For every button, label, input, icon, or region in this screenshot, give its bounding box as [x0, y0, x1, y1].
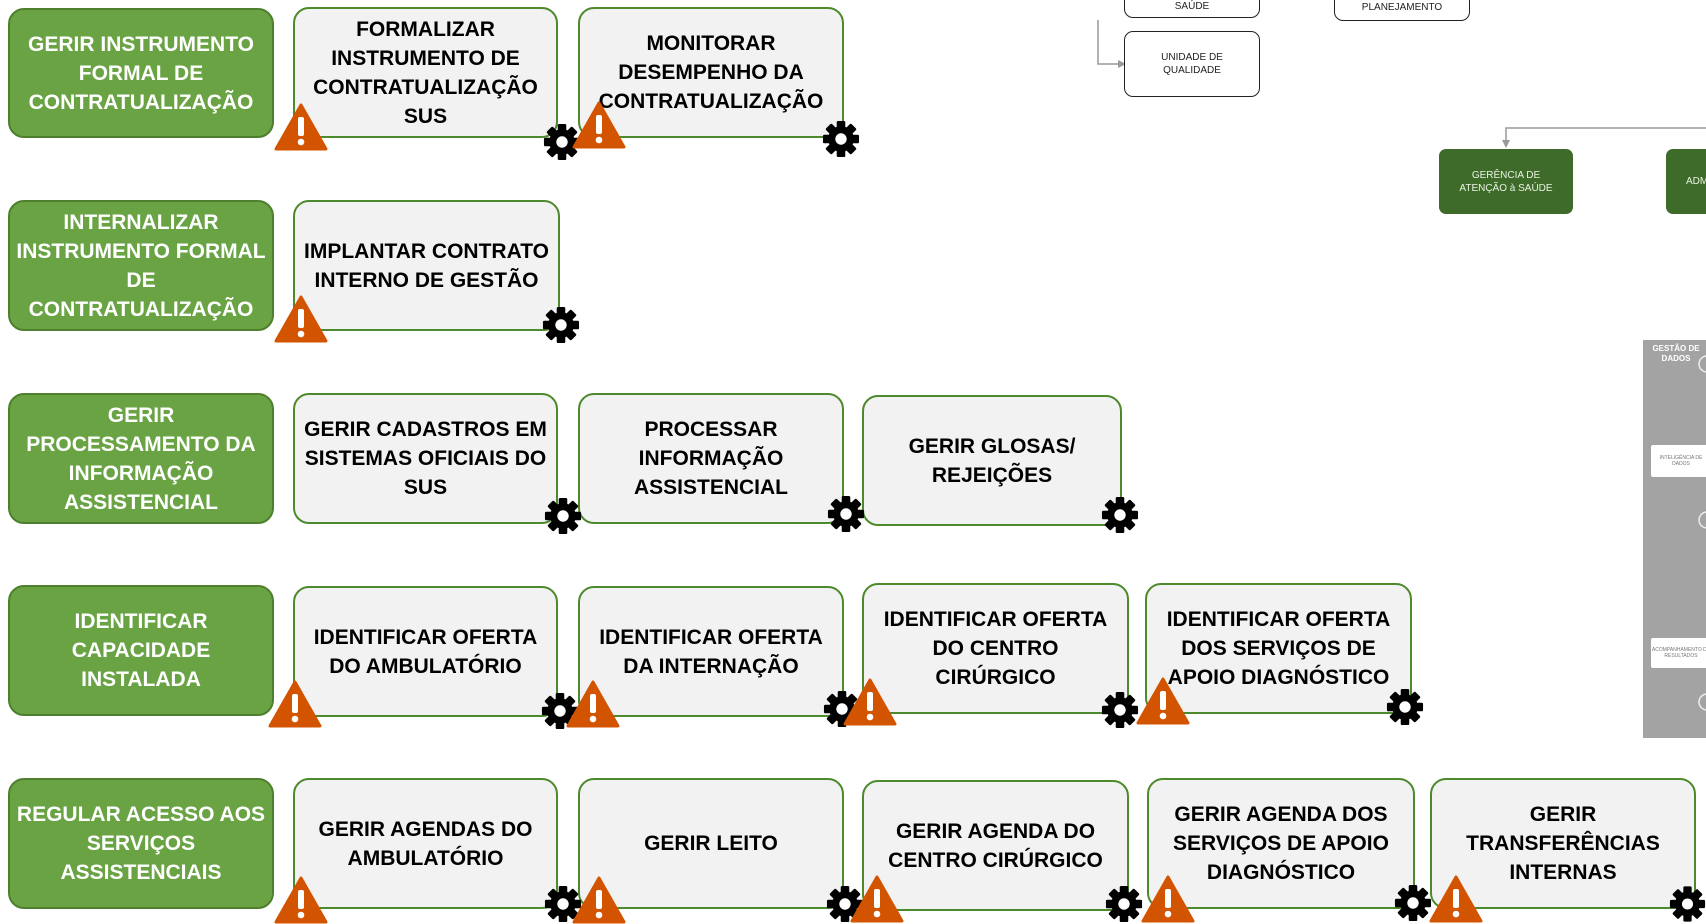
gear-icon[interactable]	[544, 497, 582, 535]
process-gerir-instrumento[interactable]: GERIR INSTRUMENTO FORMAL DE CONTRATUALIZ…	[8, 8, 274, 138]
activity-label: IDENTIFICAR OFERTA DO CENTRO CIRÚRGICO	[883, 608, 1108, 689]
warning-icon[interactable]	[1141, 875, 1195, 923]
activity-agendas-ambulatorio[interactable]: GERIR AGENDAS DO AMBULATÓRIO	[293, 778, 558, 909]
gear-icon[interactable]	[1101, 691, 1139, 729]
process-label: INTERNALIZAR INSTRUMENTO FORMAL DE CONTR…	[16, 210, 266, 321]
gestao-dados-title: GESTÃO DE DADOS	[1652, 344, 1700, 363]
gestao-dados-panel	[1643, 340, 1706, 738]
process-label: GERIR PROCESSAMENTO DA INFORMAÇÃO ASSIST…	[26, 403, 256, 514]
process-label: IDENTIFICAR CAPACIDADE INSTALADA	[71, 610, 211, 691]
warning-icon[interactable]	[850, 875, 904, 923]
activity-transferencias-internas[interactable]: GERIR TRANSFERÊNCIAS INTERNAS	[1430, 778, 1696, 909]
process-label: REGULAR ACESSO AOS SERVIÇOS ASSISTENCIAI…	[16, 803, 266, 884]
activity-label: FORMALIZAR INSTRUMENTO DE CONTRATUALIZAÇ…	[313, 17, 538, 128]
org-box-planejamento-label: PLANEJAMENTO	[1361, 2, 1443, 13]
activity-implantar-contrato[interactable]: IMPLANTAR CONTRATO INTERNO DE GESTÃO	[293, 200, 560, 331]
warning-icon[interactable]	[572, 101, 626, 149]
warning-icon[interactable]	[274, 295, 328, 343]
warning-icon[interactable]	[572, 876, 626, 924]
process-regular-acesso[interactable]: REGULAR ACESSO AOS SERVIÇOS ASSISTENCIAI…	[8, 778, 274, 909]
activity-label: IDENTIFICAR OFERTA DO AMBULATÓRIO	[313, 625, 538, 678]
activity-label: GERIR CADASTROS EM SISTEMAS OFICIAIS DO …	[304, 418, 547, 499]
gear-icon[interactable]	[1386, 688, 1424, 726]
activity-gerir-leito[interactable]: GERIR LEITO	[578, 778, 844, 909]
activity-label: IMPLANTAR CONTRATO INTERNO DE GESTÃO	[304, 239, 549, 292]
activity-label: GERIR AGENDA DO CENTRO CIRÚRGICO	[888, 819, 1103, 872]
gear-icon[interactable]	[1101, 496, 1139, 534]
org-box-planejamento: PLANEJAMENTO	[1334, 0, 1470, 21]
warning-icon[interactable]	[1136, 677, 1190, 725]
process-label: GERIR INSTRUMENTO FORMAL DE CONTRATUALIZ…	[28, 32, 254, 114]
org-box-gerencia-adm-label: ADM	[1686, 176, 1706, 187]
activity-label: IDENTIFICAR OFERTA DOS SERVIÇOS DE APOIO…	[1166, 608, 1391, 689]
panel-circles	[1698, 355, 1706, 711]
gear-icon[interactable]	[1394, 884, 1432, 922]
warning-icon[interactable]	[274, 876, 328, 924]
activity-oferta-ambulatorio[interactable]: IDENTIFICAR OFERTA DO AMBULATÓRIO	[293, 586, 558, 717]
gear-icon[interactable]	[1105, 885, 1143, 923]
activity-processar-informacao[interactable]: PROCESSAR INFORMAÇÃO ASSISTENCIAL	[578, 393, 844, 524]
activity-gerir-cadastros[interactable]: GERIR CADASTROS EM SISTEMAS OFICIAIS DO …	[293, 393, 558, 524]
warning-icon[interactable]	[268, 680, 322, 728]
warning-icon[interactable]	[274, 103, 328, 151]
gear-icon[interactable]	[827, 495, 865, 533]
org-box-gerencia-atencao: GERÊNCIA DE ATENÇÃO à SAÚDE	[1439, 149, 1573, 214]
org-box-gerencia-atencao-label: GERÊNCIA DE ATENÇÃO à SAÚDE	[1459, 169, 1553, 194]
activity-formalizar-instrumento[interactable]: FORMALIZAR INSTRUMENTO DE CONTRATUALIZAÇ…	[293, 7, 558, 138]
activity-label: IDENTIFICAR OFERTA DA INTERNAÇÃO	[599, 625, 823, 678]
activity-label: PROCESSAR INFORMAÇÃO ASSISTENCIAL	[633, 418, 788, 499]
activity-gerir-glosas[interactable]: GERIR GLOSAS/ REJEIÇÕES	[862, 395, 1122, 526]
activity-agenda-centro-cirurgico[interactable]: GERIR AGENDA DO CENTRO CIRÚRGICO	[862, 780, 1129, 911]
org-box-unidade-qualidade-label: UNIDADE DE QUALIDADE	[1161, 52, 1223, 76]
process-identificar-capacidade[interactable]: IDENTIFICAR CAPACIDADE INSTALADA	[8, 585, 274, 716]
panel-card-inteligencia-label: INTELIGÊNCIA DE DADOS	[1659, 455, 1703, 467]
process-gerir-processamento[interactable]: GERIR PROCESSAMENTO DA INFORMAÇÃO ASSIST…	[8, 393, 274, 524]
warning-icon[interactable]	[843, 678, 897, 726]
activity-oferta-centro-cirurgico[interactable]: IDENTIFICAR OFERTA DO CENTRO CIRÚRGICO	[862, 583, 1129, 714]
warning-icon[interactable]	[1429, 875, 1483, 923]
activity-label: MONITORAR DESEMPENHO DA CONTRATUALIZAÇÃO	[598, 32, 824, 113]
activity-agenda-apoio-diagnostico[interactable]: GERIR AGENDA DOS SERVIÇOS DE APOIO DIAGN…	[1147, 778, 1415, 909]
process-internalizar-instrumento[interactable]: INTERNALIZAR INSTRUMENTO FORMAL DE CONTR…	[8, 200, 274, 331]
activity-label: GERIR TRANSFERÊNCIAS INTERNAS	[1466, 803, 1660, 884]
activity-monitorar-desempenho[interactable]: MONITORAR DESEMPENHO DA CONTRATUALIZAÇÃO	[578, 7, 844, 138]
panel-card-inteligencia: INTELIGÊNCIA DE DADOS	[1651, 445, 1706, 477]
org-box-gerencia-adm: ADM	[1666, 149, 1706, 214]
activity-oferta-internacao[interactable]: IDENTIFICAR OFERTA DA INTERNAÇÃO	[578, 586, 844, 717]
gear-icon[interactable]	[542, 306, 580, 344]
org-box-saude: SAÚDE	[1124, 0, 1260, 18]
activity-label: GERIR AGENDAS DO AMBULATÓRIO	[318, 817, 533, 870]
activity-label: GERIR AGENDA DOS SERVIÇOS DE APOIO DIAGN…	[1173, 803, 1389, 884]
warning-icon[interactable]	[566, 680, 620, 728]
panel-card-acompanhamento-label: ACOMPANHAMENTO DE RESULTADOS	[1651, 647, 1706, 659]
activity-oferta-apoio-diagnostico[interactable]: IDENTIFICAR OFERTA DOS SERVIÇOS DE APOIO…	[1145, 583, 1412, 714]
gear-icon[interactable]	[822, 120, 860, 158]
gear-icon[interactable]	[1669, 885, 1706, 923]
activity-label: GERIR LEITO	[644, 832, 778, 855]
panel-card-acompanhamento: ACOMPANHAMENTO DE RESULTADOS	[1651, 638, 1706, 668]
org-box-saude-label: SAÚDE	[1174, 1, 1210, 12]
activity-label: GERIR GLOSAS/ REJEIÇÕES	[908, 434, 1076, 487]
org-box-unidade-qualidade: UNIDADE DE QUALIDADE	[1124, 31, 1260, 97]
